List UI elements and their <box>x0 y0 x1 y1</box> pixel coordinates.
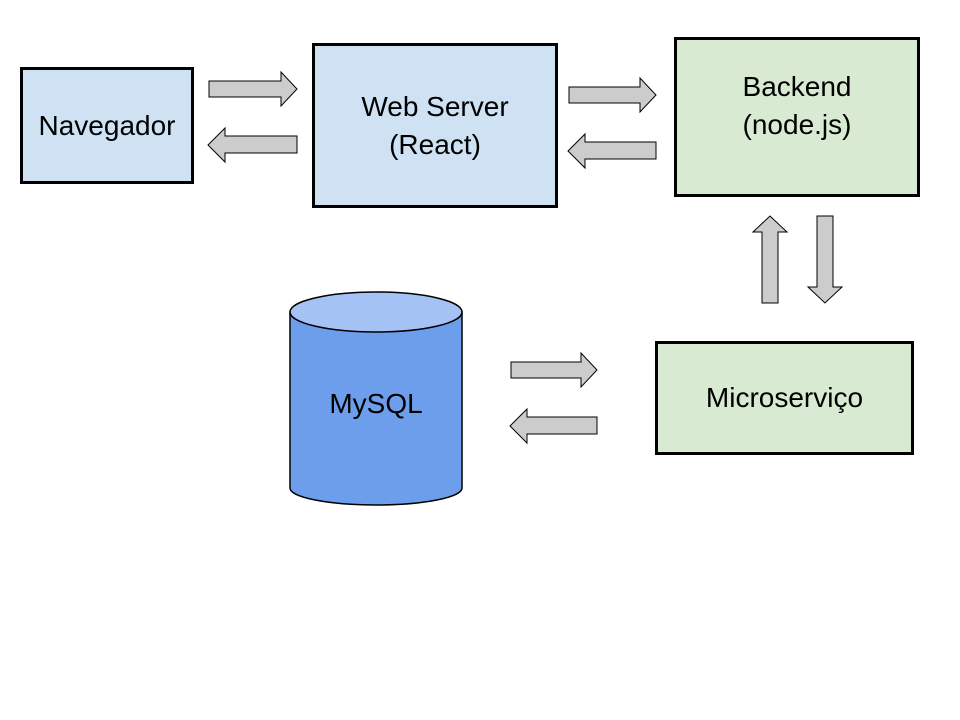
arrow-webserver-to-backend <box>568 76 657 114</box>
microservico-node: Microserviço <box>655 341 914 455</box>
arrow-webserver-to-navegador <box>207 126 298 164</box>
web-server-label-line1: Web Server <box>361 90 509 122</box>
arrow-backend-to-webserver <box>567 132 657 170</box>
microservico-label: Microserviço <box>705 382 864 414</box>
backend-label-line2: (node.js) <box>742 109 852 140</box>
arrow-microservico-to-backend <box>751 215 789 304</box>
navegador-label: Navegador <box>38 109 176 141</box>
web-server-node: Web Server (React) <box>312 43 558 208</box>
backend-node: Backend (node.js) <box>674 37 920 197</box>
backend-label-line1: Backend <box>742 71 852 103</box>
navegador-node: Navegador <box>20 67 194 184</box>
web-server-label-line2: (React) <box>389 128 481 160</box>
arrow-mysql-to-microservico <box>510 351 598 389</box>
arrow-navegador-to-webserver <box>208 70 298 108</box>
mysql-label: MySQL <box>329 388 423 419</box>
arrow-backend-to-microservico <box>806 215 844 304</box>
mysql-database-cylinder <box>289 291 463 506</box>
arrow-microservico-to-mysql <box>509 407 598 445</box>
